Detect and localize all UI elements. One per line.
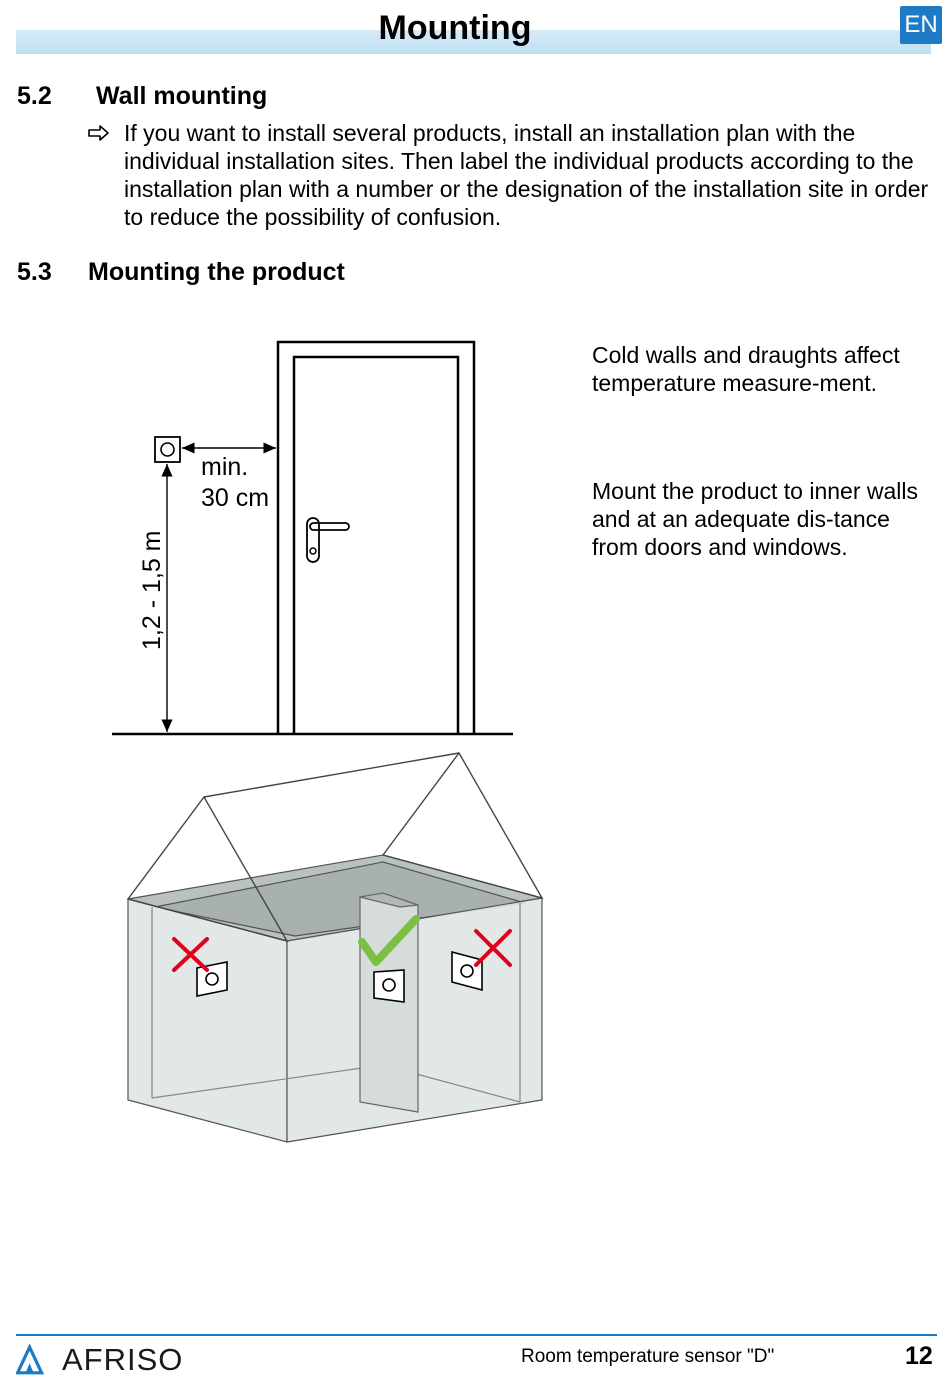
cross-left-icon: [172, 937, 209, 972]
door-diagram: min. 30 cm 1,2 - 1,5 m: [112, 340, 513, 736]
sensor-right-icon: [451, 950, 483, 992]
header-bar: [16, 30, 931, 54]
mounting-illustration: min. 30 cm 1,2 - 1,5 m: [112, 340, 544, 1143]
section-title-mounting-product: Mounting the product: [88, 258, 345, 286]
arrow-right-icon: [88, 125, 109, 141]
language-badge: EN: [900, 6, 942, 44]
brand-name: AFRISO: [62, 1342, 184, 1377]
page-number: 12: [905, 1342, 933, 1370]
page-title: Mounting: [378, 9, 532, 47]
section-title-wall-mounting: Wall mounting: [96, 82, 268, 110]
document-title: Room temperature sensor "D": [521, 1346, 775, 1367]
height-label: 1,2 - 1,5 m: [138, 531, 166, 651]
sensor-icon: [154, 436, 181, 463]
sensor-left-icon: [196, 961, 228, 997]
cold-walls-note: Cold walls and draughts affect temperatu…: [592, 342, 900, 396]
distance-label: 30 cm: [201, 484, 269, 512]
checkmark-icon: [358, 915, 420, 966]
section-number-5-2: 5.2: [17, 82, 52, 110]
keyhole-icon: [309, 547, 317, 555]
inner-walls-note: Mount the product to inner walls and at …: [592, 478, 919, 560]
afriso-logo-icon: [16, 1343, 45, 1375]
door-frame: [276, 340, 476, 734]
min-label: min.: [201, 453, 248, 481]
room-diagram: [126, 751, 544, 1143]
door-handle-icon: [309, 522, 350, 531]
cross-right-icon: [474, 929, 512, 967]
door-handle-plate: [306, 517, 320, 563]
door-leaf: [292, 355, 460, 734]
installation-plan-paragraph: If you want to install several products,…: [124, 120, 929, 230]
footer-divider: [16, 1334, 937, 1336]
section-number-5-3: 5.3: [17, 258, 52, 286]
sensor-center-icon: [373, 969, 405, 1003]
